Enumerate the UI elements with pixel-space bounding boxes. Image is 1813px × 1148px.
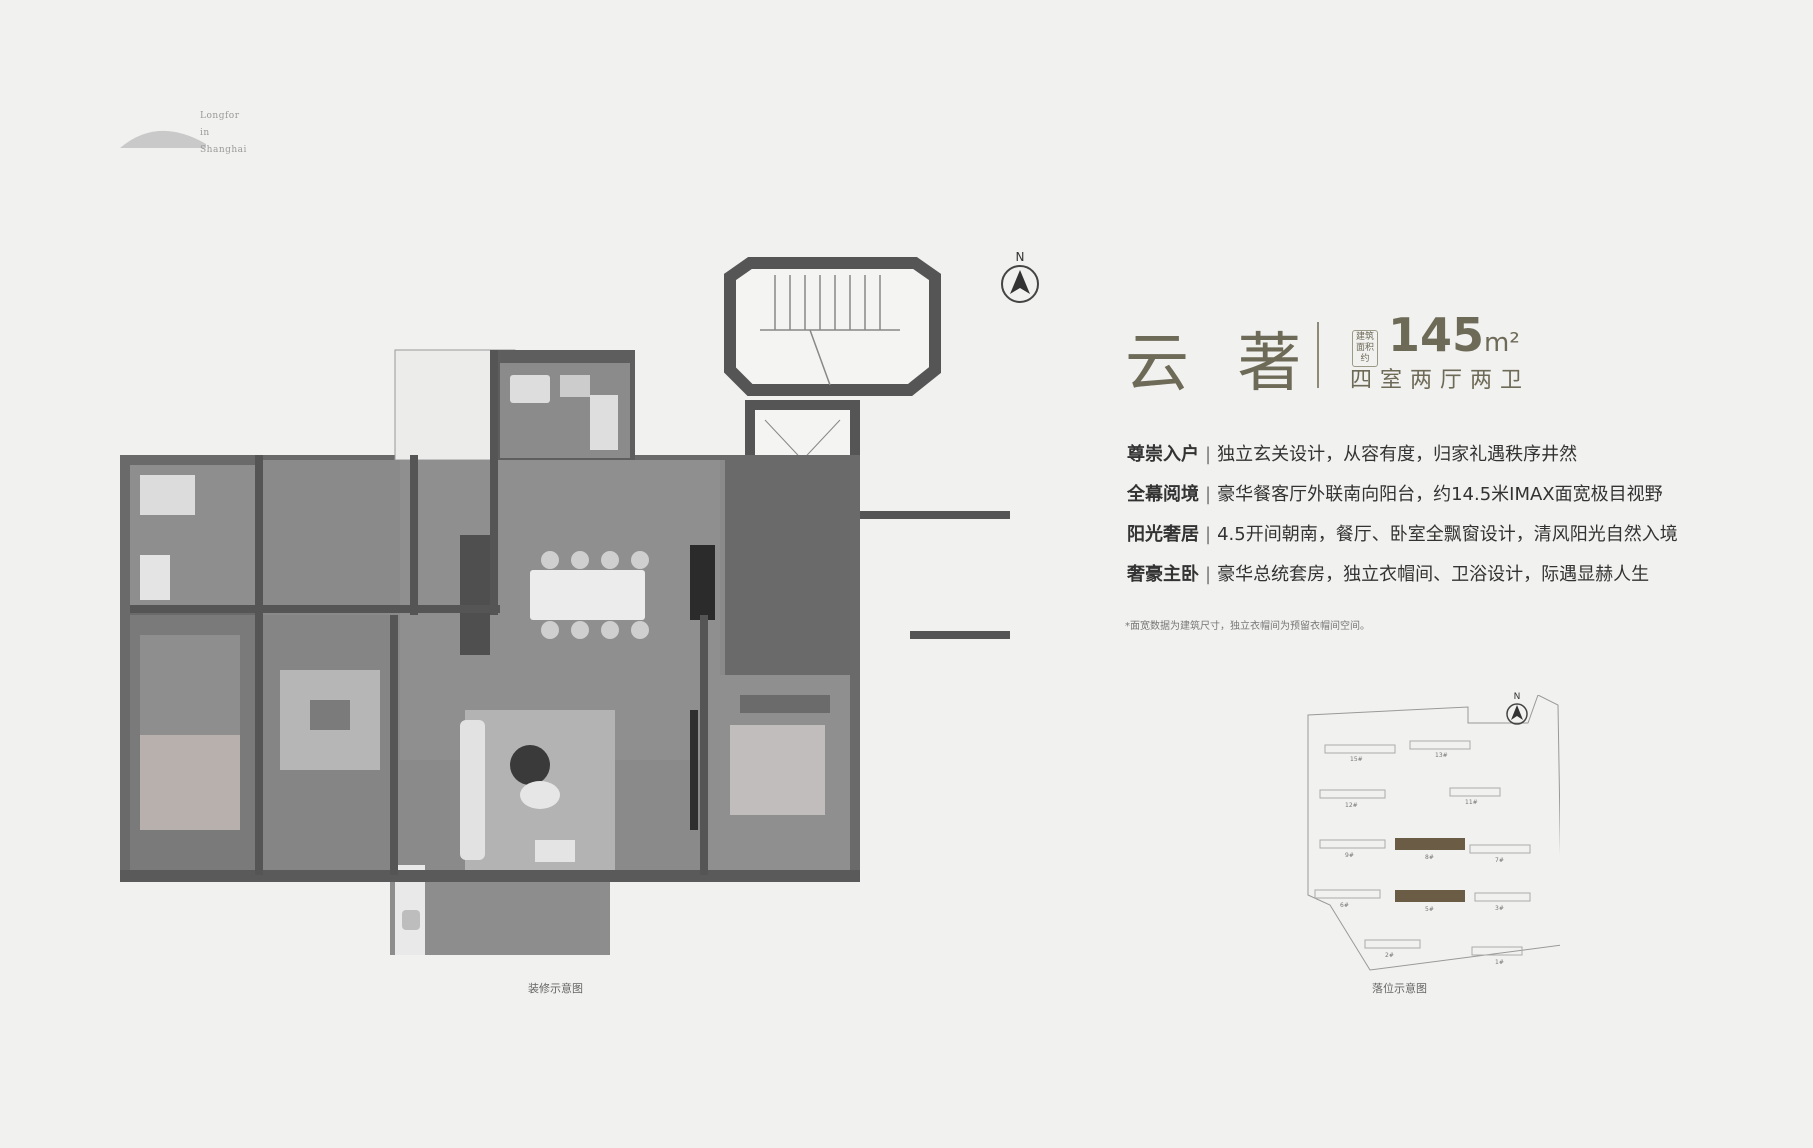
plan-caption: 装修示意图 [528,982,583,995]
building-label: 12# [1345,802,1358,809]
feature-text: 豪华总统套房，独立衣帽间、卫浴设计，际遇显赫人生 [1217,564,1650,585]
logo-text: Longfor in Shanghai [200,108,247,159]
area-note: 建筑面积约 [1352,330,1378,367]
unit-name: 云 著 [1125,327,1316,401]
building-label: 13# [1435,752,1448,759]
building-label: 5# [1425,906,1434,913]
highlight-building-5 [1395,890,1465,902]
logo-line-2: in [200,128,210,138]
footnote: *面宽数据为建筑尺寸，独立衣帽间为预留衣帽间空间。 [1125,621,1370,632]
area-value: 145 [1388,308,1485,362]
feature-text: 4.5开间朝南，餐厅、卧室全飘窗设计，清风阳光自然入境 [1217,524,1678,545]
building-label: 6# [1340,902,1349,909]
room-layout: 四室两厅两卫 [1350,368,1531,393]
area-block: 145m² [1388,308,1520,362]
building-label: 3# [1495,905,1504,912]
building-label: 1# [1495,959,1504,966]
site-caption: 落位示意图 [1372,982,1427,995]
building-label: 2# [1385,952,1394,959]
balcony-south [390,870,610,955]
area-unit: m² [1484,328,1520,358]
logo-line-3: Shanghai [200,145,247,155]
feature-item: 全幕阅境|豪华餐客厅外联南向阳台，约14.5米IMAX面宽极目视野 [1127,484,1663,505]
feature-key: 奢豪主卧 [1127,564,1199,585]
feature-key: 全幕阅境 [1127,484,1199,505]
brand-logo: Longfor in Shanghai [118,108,268,160]
floor-plan [120,257,1010,955]
feature-text: 豪华餐客厅外联南向阳台，约14.5米IMAX面宽极目视野 [1217,484,1663,505]
feature-text: 独立玄关设计，从容有度，归家礼遇秩序井然 [1217,444,1578,465]
building-label: 11# [1465,799,1478,806]
logo-line-1: Longfor [200,111,240,121]
building-label: 9# [1345,852,1354,859]
north-arrow-icon [1001,265,1039,303]
building-label: 7# [1495,857,1504,864]
plan-compass: N [1000,250,1040,320]
site-compass-label: N [1513,692,1521,702]
feature-item: 尊崇入户|独立玄关设计，从容有度，归家礼遇秩序井然 [1127,444,1578,465]
feature-key: 阳光奢居 [1127,524,1199,545]
site-map: 15# 13# 12# 11# 9# 8# 7# 6# 5# 3# 2# 1# [1307,695,1560,971]
dining-table [530,570,645,620]
building-label: 15# [1350,756,1363,763]
sofa [460,720,485,860]
site-compass: N [1505,692,1529,732]
compass-label: N [1015,250,1025,264]
building-label: 8# [1425,854,1434,861]
feature-key: 尊崇入户 [1127,444,1199,465]
logo-mark-icon [120,130,206,148]
title-divider [1317,322,1319,388]
highlight-building-8 [1395,838,1465,850]
feature-item: 奢豪主卧|豪华总统套房，独立衣帽间、卫浴设计，际遇显赫人生 [1127,564,1650,585]
north-arrow-icon [1506,703,1528,725]
feature-item: 阳光奢居|4.5开间朝南，餐厅、卧室全飘窗设计，清风阳光自然入境 [1127,524,1678,545]
